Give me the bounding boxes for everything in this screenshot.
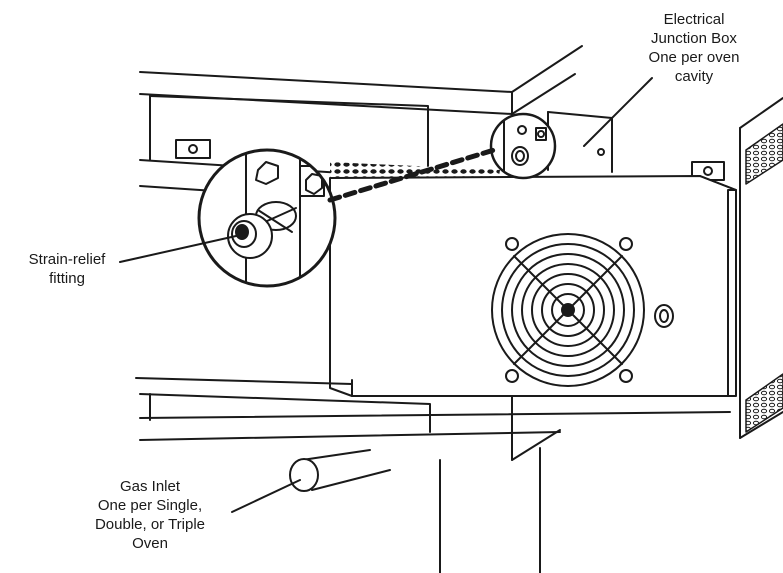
strain-relief-label: Strain-relief fitting (8, 250, 126, 288)
label-line: cavity (674, 68, 714, 85)
junction-box-circle (489, 112, 557, 180)
zoom-detail (199, 150, 335, 286)
junction-box-label: Electrical Junction Box One per oven cav… (624, 10, 764, 86)
blower-knob (654, 304, 674, 328)
leader-gas-inlet (231, 479, 301, 513)
label-line: fitting (49, 270, 85, 287)
junction-box-screw (597, 148, 605, 156)
label-line: Junction Box (651, 30, 737, 47)
zoom-connector (327, 147, 497, 203)
leader-strain-relief (119, 235, 237, 263)
gas-inlet-label: Gas Inlet One per Single, Double, or Tri… (70, 477, 230, 553)
label-line: One per Single, (97, 497, 203, 514)
mounting-tab-left (175, 139, 211, 159)
fan-guard (491, 233, 645, 387)
label-line: Strain-relief (28, 251, 106, 268)
blower-box (329, 175, 737, 397)
label-line: Oven (132, 535, 168, 552)
lower-oven-outline (135, 377, 731, 573)
top-vent-grille (745, 123, 783, 185)
zoom-circle (197, 148, 337, 288)
gas-inlet-pipe (289, 449, 391, 492)
label-line: Double, or Triple (94, 516, 206, 533)
junction-box-detail (491, 114, 555, 178)
label-line: Electrical (663, 11, 725, 28)
leader-junction-box (583, 77, 653, 147)
bottom-vent-grille (745, 373, 783, 433)
label-line: One per oven (648, 49, 740, 66)
label-line: Gas Inlet (119, 478, 181, 495)
